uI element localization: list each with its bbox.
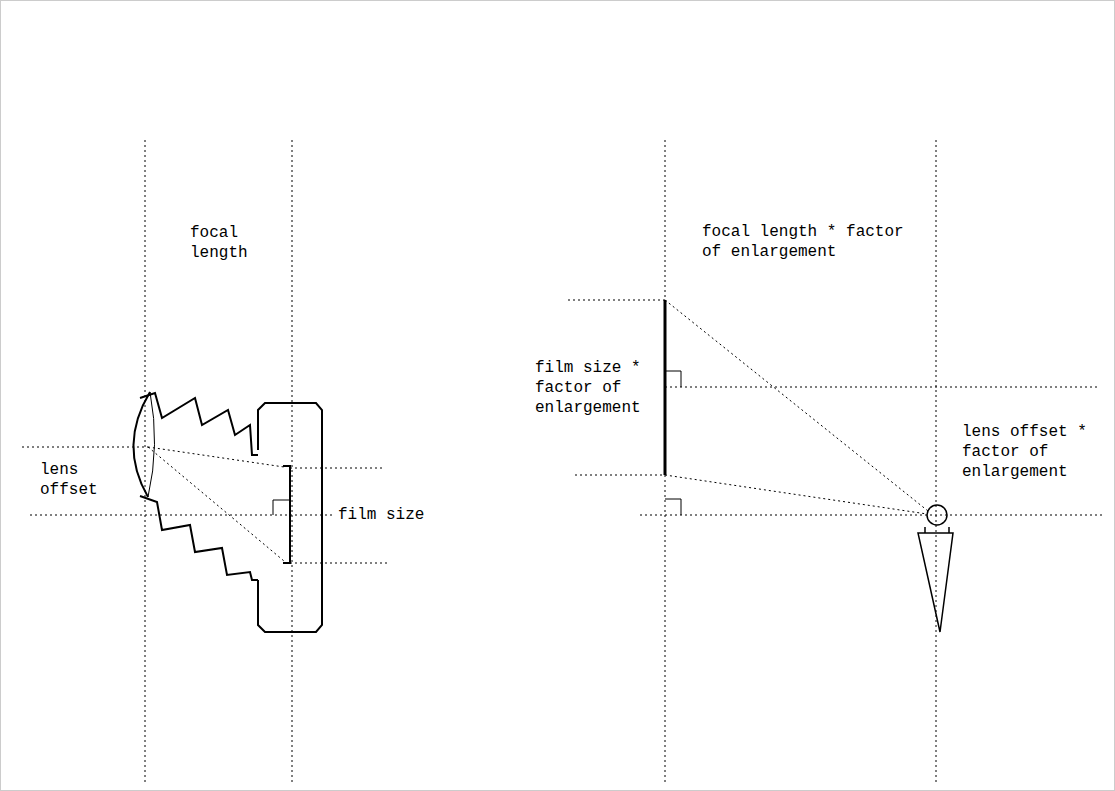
label: film size bbox=[338, 505, 448, 525]
guide-line bbox=[936, 140, 937, 785]
viewer-body bbox=[918, 533, 953, 632]
guide-line bbox=[568, 300, 665, 301]
label: lens offset bbox=[40, 460, 110, 500]
right-angle-mark bbox=[273, 500, 290, 515]
camera-body bbox=[258, 403, 322, 632]
viewer-head bbox=[927, 505, 947, 525]
lens bbox=[133, 392, 150, 497]
bellows bbox=[140, 496, 258, 580]
guide-lines bbox=[22, 140, 1105, 785]
guide-line bbox=[575, 475, 665, 476]
guide-line bbox=[640, 515, 1105, 516]
lens bbox=[148, 392, 155, 497]
projected-image bbox=[664, 300, 667, 475]
guide-line bbox=[145, 140, 146, 785]
film bbox=[283, 466, 290, 563]
ray-line bbox=[665, 475, 927, 514]
label: focal length * factor of enlargement bbox=[702, 222, 917, 262]
guide-line bbox=[292, 140, 293, 785]
guide-line bbox=[290, 468, 385, 469]
right-angle-mark bbox=[665, 371, 681, 387]
guide-line bbox=[22, 447, 148, 448]
label: focal length bbox=[190, 223, 260, 263]
camera bbox=[133, 392, 322, 632]
right-angle-mark bbox=[665, 499, 681, 515]
label: lens offset * factor of enlargement bbox=[962, 422, 1097, 482]
ray-line bbox=[665, 300, 928, 511]
viewer bbox=[918, 505, 953, 632]
viewer-neck bbox=[925, 527, 949, 533]
guide-line bbox=[665, 140, 666, 785]
guide-line bbox=[665, 387, 1100, 388]
ray-line bbox=[148, 447, 284, 561]
label: film size * factor of enlargement bbox=[535, 358, 649, 418]
guide-line bbox=[30, 515, 333, 516]
bellows bbox=[140, 393, 258, 455]
guide-line bbox=[290, 563, 387, 564]
